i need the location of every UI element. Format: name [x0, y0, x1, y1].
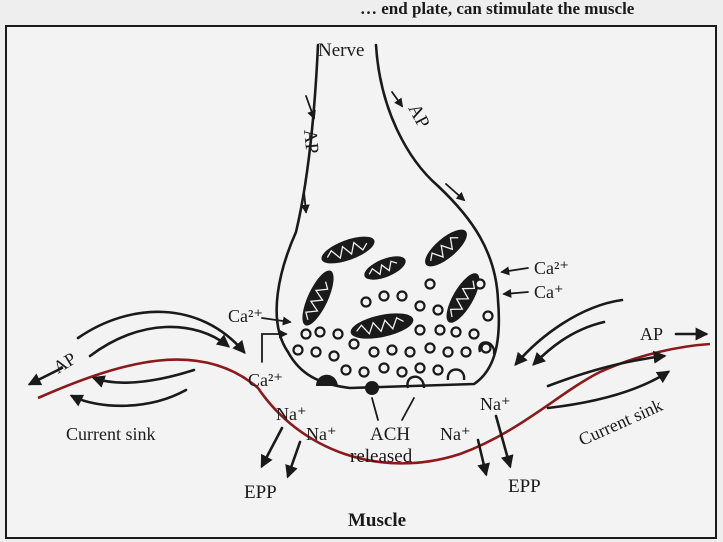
ap-right-label: AP	[640, 324, 663, 344]
na-label-3: Na⁺	[480, 394, 511, 414]
na-label-2: Na⁺	[306, 424, 337, 444]
ca-left-top-label: Ca²⁺	[228, 306, 263, 326]
current-sink-left-label: Current sink	[66, 424, 156, 444]
ca-left-bottom-label: Ca²⁺	[248, 370, 283, 390]
ach-label: ACH	[370, 424, 410, 445]
ca-right-top-label: Ca²⁺	[534, 258, 569, 278]
nerve-label: Nerve	[318, 40, 364, 61]
epp-left-label: EPP	[244, 482, 277, 503]
na-label-4: Na⁺	[440, 424, 471, 444]
na-label-1: Na⁺	[276, 404, 307, 424]
ca-right-bottom-label: Ca⁺	[534, 282, 564, 302]
ach-released-label: released	[350, 446, 413, 467]
header-text: … end plate, can stimulate the muscle	[360, 0, 635, 18]
muscle-label: Muscle	[348, 510, 406, 531]
ap-left-axon-label: AP	[299, 128, 322, 154]
epp-right-label: EPP	[508, 476, 541, 497]
